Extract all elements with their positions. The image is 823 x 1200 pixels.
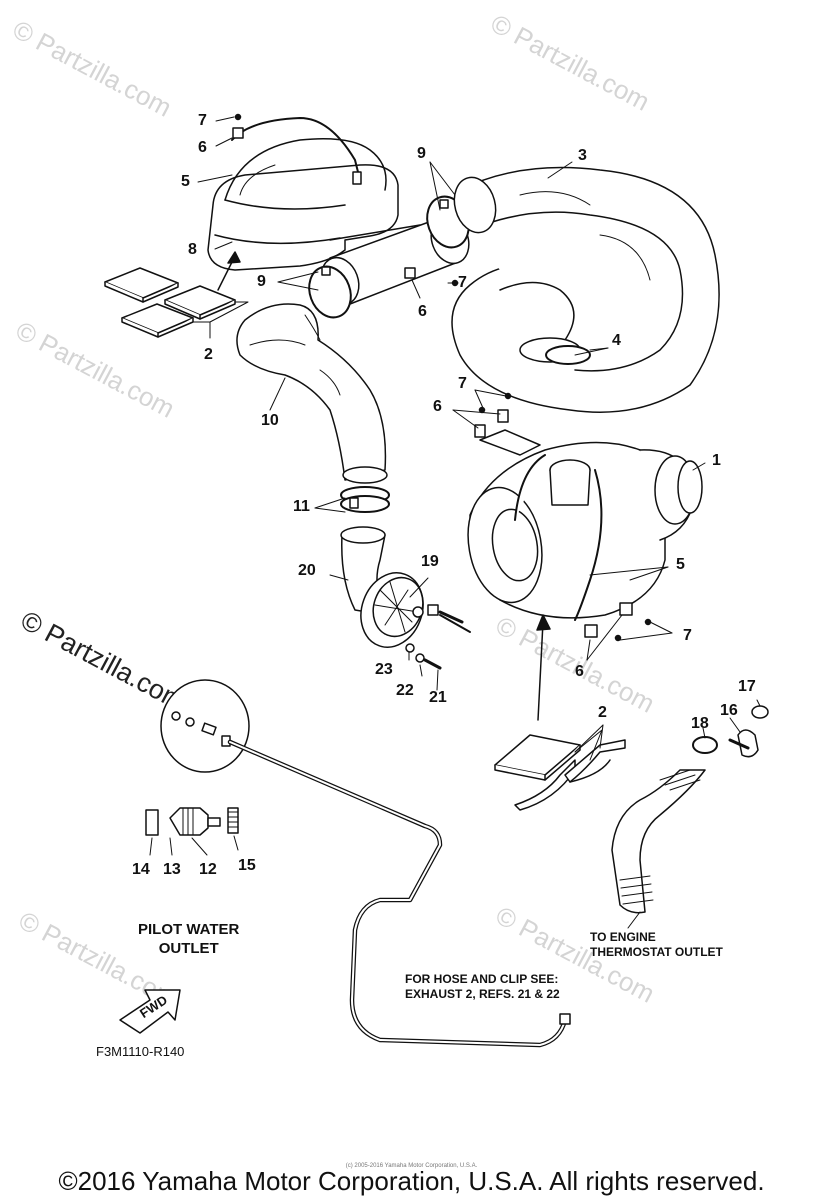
pilot-label-line1: PILOT WATER bbox=[138, 921, 240, 938]
callout-15: 15 bbox=[238, 857, 256, 874]
callout-21: 21 bbox=[429, 689, 447, 706]
callout-17: 17 bbox=[738, 678, 756, 695]
arrow-line bbox=[537, 621, 544, 721]
cooling-hose-part bbox=[611, 705, 769, 914]
engine-outlet-label: TO ENGINE THERMOSTAT OUTLET bbox=[590, 930, 723, 960]
loop-hose-part bbox=[451, 166, 720, 413]
hose-note-line2: EXHAUST 2, REFS. 21 & 22 bbox=[405, 987, 560, 1001]
pilot-water-tube-inner bbox=[229, 741, 566, 1046]
callout-19: 19 bbox=[421, 553, 439, 570]
callout-6: 6 bbox=[433, 398, 442, 415]
callout-22: 22 bbox=[396, 682, 414, 699]
callout-16: 16 bbox=[720, 702, 738, 719]
callout-6: 6 bbox=[575, 663, 584, 680]
callout-9: 9 bbox=[257, 273, 266, 290]
callout-20: 20 bbox=[298, 562, 316, 579]
callout-1: 1 bbox=[712, 452, 721, 469]
callout-7: 7 bbox=[458, 375, 467, 392]
callout-10: 10 bbox=[261, 412, 279, 429]
callout-4: 4 bbox=[612, 332, 621, 349]
air-box-part bbox=[207, 113, 421, 271]
callout-5: 5 bbox=[676, 556, 685, 573]
leader-lines bbox=[149, 116, 761, 929]
copyright-footer: ©2016 Yamaha Motor Corporation, U.S.A. A… bbox=[58, 1166, 765, 1196]
callout-6: 6 bbox=[198, 139, 207, 156]
callout-8: 8 bbox=[188, 241, 197, 258]
silencer-part bbox=[467, 441, 703, 621]
callout-3: 3 bbox=[578, 147, 587, 164]
callout-7: 7 bbox=[458, 274, 467, 291]
pilot-water-detail bbox=[160, 679, 250, 773]
engine-label-line1: TO ENGINE bbox=[590, 930, 656, 944]
arrow-head bbox=[227, 251, 241, 264]
forward-arrow bbox=[119, 989, 181, 1034]
callout-11: 11 bbox=[293, 498, 310, 515]
intake-hose-part bbox=[236, 303, 388, 484]
callout-13: 13 bbox=[163, 861, 181, 878]
engine-label-line2: THERMOSTAT OUTLET bbox=[590, 945, 723, 959]
callout-6: 6 bbox=[418, 303, 427, 320]
callout-12: 12 bbox=[199, 861, 217, 878]
callout-7: 7 bbox=[683, 627, 692, 644]
hose-clip-note: FOR HOSE AND CLIP SEE: EXHAUST 2, REFS. … bbox=[405, 972, 560, 1002]
bolt-parts bbox=[405, 604, 471, 670]
callout-2: 2 bbox=[204, 346, 213, 363]
callout-2: 2 bbox=[598, 704, 607, 721]
clamp-part bbox=[340, 486, 390, 513]
nozzle-parts bbox=[145, 807, 239, 836]
callout-18: 18 bbox=[691, 715, 709, 732]
strap-clip bbox=[479, 429, 541, 456]
pad-set-right bbox=[494, 734, 626, 811]
hose-note-line1: FOR HOSE AND CLIP SEE: bbox=[405, 972, 559, 986]
tiny-copyright: (c) 2005-2016 Yamaha Motor Corporation, … bbox=[345, 1163, 478, 1169]
callout-5: 5 bbox=[181, 173, 190, 190]
arrow-head bbox=[536, 614, 551, 631]
callout-7: 7 bbox=[198, 112, 207, 129]
pilot-water-outlet-label: PILOT WATER OUTLET bbox=[138, 921, 239, 959]
callout-14: 14 bbox=[132, 861, 150, 878]
resonator-part bbox=[360, 572, 424, 648]
callout-23: 23 bbox=[375, 661, 393, 678]
pad-set-left bbox=[104, 267, 236, 338]
callout-9: 9 bbox=[417, 145, 426, 162]
reference-code: F3M1110-R140 bbox=[96, 1044, 185, 1059]
pilot-label-line2: OUTLET bbox=[158, 939, 219, 957]
